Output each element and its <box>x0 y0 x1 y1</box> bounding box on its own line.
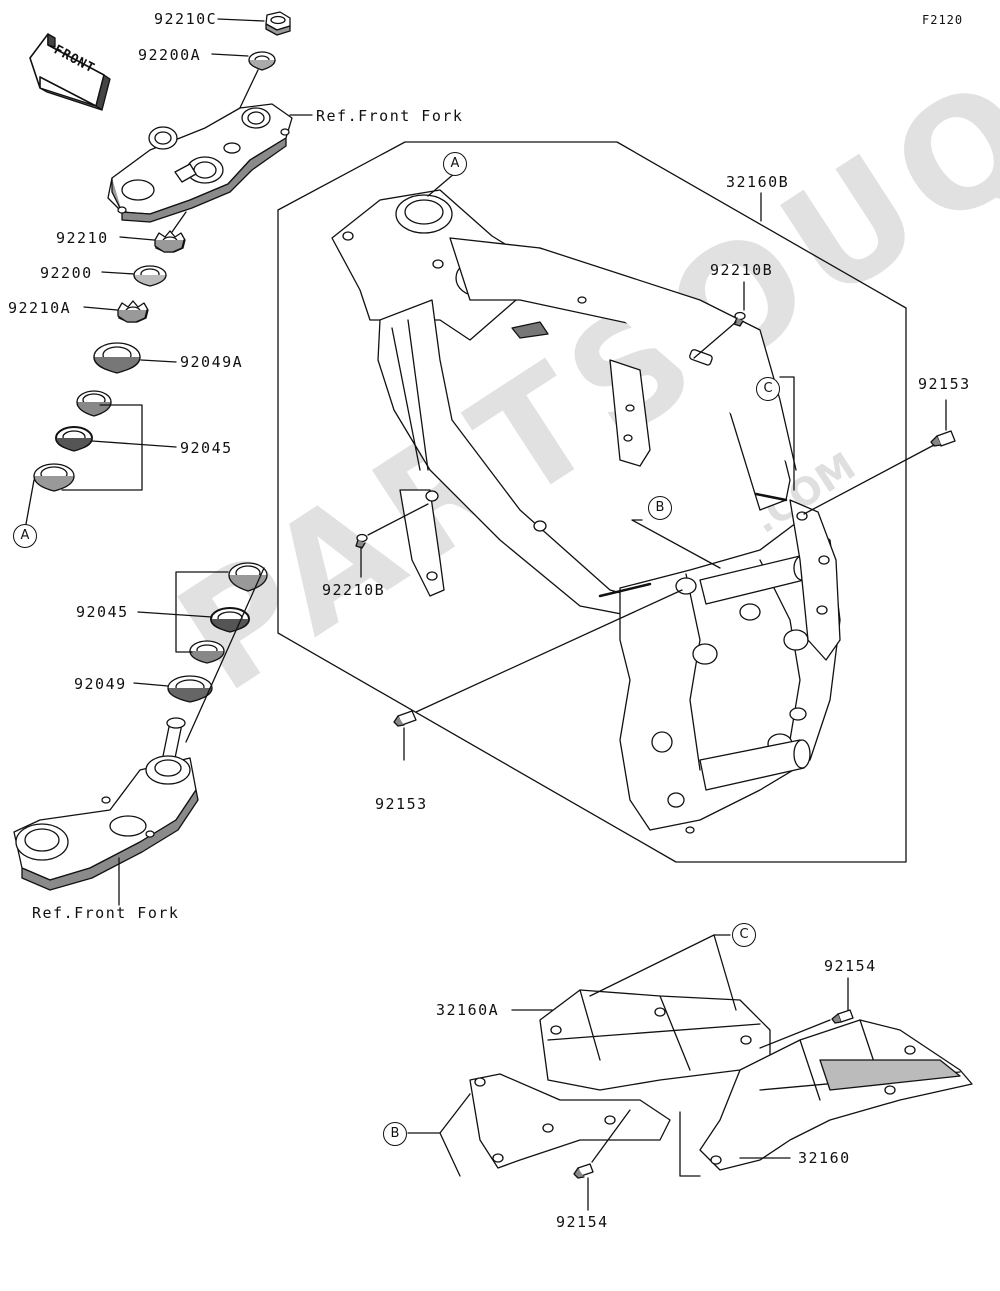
leader-92200a <box>211 53 249 57</box>
leader-callout-c-frame <box>779 376 795 491</box>
assembly-line-92210b-left <box>367 503 429 536</box>
bearing-ball-ring-drawing <box>55 426 93 452</box>
label-92045-upper: 92045 <box>180 439 233 457</box>
label-92154-bottom: 92154 <box>556 1213 609 1231</box>
label-92210c: 92210C <box>154 10 218 28</box>
lower-triple-clamp-drawing <box>13 717 199 891</box>
label-92045-lower: 92045 <box>76 603 129 621</box>
callout-b-rear: B <box>383 1122 407 1146</box>
label-92049: 92049 <box>74 675 127 693</box>
leader-92210a <box>83 306 118 311</box>
leader-92200 <box>101 271 135 275</box>
bearing-race-lower-drawing <box>33 463 75 492</box>
leader-92045-lower <box>137 611 213 618</box>
bolt-92153-left-drawing <box>393 710 417 727</box>
assembly-line-92154-bottom <box>591 1109 631 1163</box>
assembly-line-stem <box>185 567 265 743</box>
label-92153-right: 92153 <box>918 375 971 393</box>
callout-b-frame: B <box>648 496 672 520</box>
bolt-92154-top-drawing <box>831 1009 854 1024</box>
leader-92049a <box>140 359 177 363</box>
front-arrow-icon <box>29 33 111 111</box>
leader-callout-b-frame <box>631 519 721 569</box>
callout-a-left: A <box>13 524 37 548</box>
leader-callout-b-rear <box>407 1093 471 1134</box>
callout-c-rear: C <box>732 923 756 947</box>
assembly-line-92153-left <box>415 589 683 713</box>
label-ref-front-fork-top: Ref.Front Fork <box>316 107 464 125</box>
label-92200: 92200 <box>40 264 93 282</box>
subframe-32160a-drawing <box>469 989 771 1169</box>
label-92210b-left: 92210B <box>322 581 386 599</box>
leader-92049 <box>133 682 169 687</box>
bolt-92153-right-drawing <box>930 430 956 447</box>
upper-triple-clamp-drawing <box>107 103 293 223</box>
seal-92049a-drawing <box>93 342 141 374</box>
label-32160b: 32160B <box>726 173 790 191</box>
bolt-92210b-left-drawing <box>355 533 368 549</box>
washer-92200-drawing <box>133 265 167 287</box>
nut-92210a-drawing <box>117 300 149 323</box>
callout-c-frame: C <box>756 377 780 401</box>
label-32160: 32160 <box>798 1149 851 1167</box>
leader-92045-upper <box>91 440 177 448</box>
leader-92210 <box>119 236 155 241</box>
figure-id: F2120 <box>922 13 964 27</box>
label-92153-left: 92153 <box>375 795 428 813</box>
nut-92210c-drawing <box>265 11 291 36</box>
label-92200a: 92200A <box>138 46 202 64</box>
bearing-race-upper-drawing <box>76 390 112 417</box>
main-frame-32160b-drawing <box>331 189 841 834</box>
bolt-92210b-right-drawing <box>733 311 746 327</box>
leader-callout-a-frame <box>427 172 456 197</box>
bearing-ball-ring2-drawing <box>210 607 250 633</box>
leader-92210c <box>217 18 265 22</box>
frame-group-outline <box>277 141 907 863</box>
label-ref-front-fork-bottom: Ref.Front Fork <box>32 904 180 922</box>
leader-callout-b-rear-2 <box>439 1132 461 1177</box>
bracket-92045-upper <box>61 404 143 491</box>
label-92210: 92210 <box>56 229 109 247</box>
bearing-race-lower2-drawing <box>189 640 225 664</box>
label-92210a: 92210A <box>8 299 72 317</box>
nut-92210-drawing <box>154 230 186 253</box>
bearing-race-upper2-drawing <box>228 562 268 592</box>
assembly-line-clamp <box>171 211 187 233</box>
label-92154-top: 92154 <box>824 957 877 975</box>
washer-92200a-drawing <box>248 51 276 71</box>
assembly-line-upper <box>237 69 259 113</box>
label-92210b-right: 92210B <box>710 261 774 279</box>
subframe-32160-drawing <box>699 1019 973 1171</box>
assembly-line-92153-right <box>803 444 935 515</box>
bracket-32160 <box>679 1111 701 1177</box>
assembly-line-92154-top <box>759 1019 831 1049</box>
seal-92049-drawing <box>167 675 213 703</box>
bolt-92154-bottom-drawing <box>573 1163 594 1179</box>
assembly-line-92210b-right <box>693 321 737 359</box>
label-92049a: 92049A <box>180 353 244 371</box>
callout-a-frame: A <box>443 152 467 176</box>
bracket-92045-lower <box>175 571 229 653</box>
leader-callout-a-left <box>25 479 35 525</box>
label-32160a: 32160A <box>436 1001 500 1019</box>
leader-callout-c-rear-2 <box>589 934 715 997</box>
